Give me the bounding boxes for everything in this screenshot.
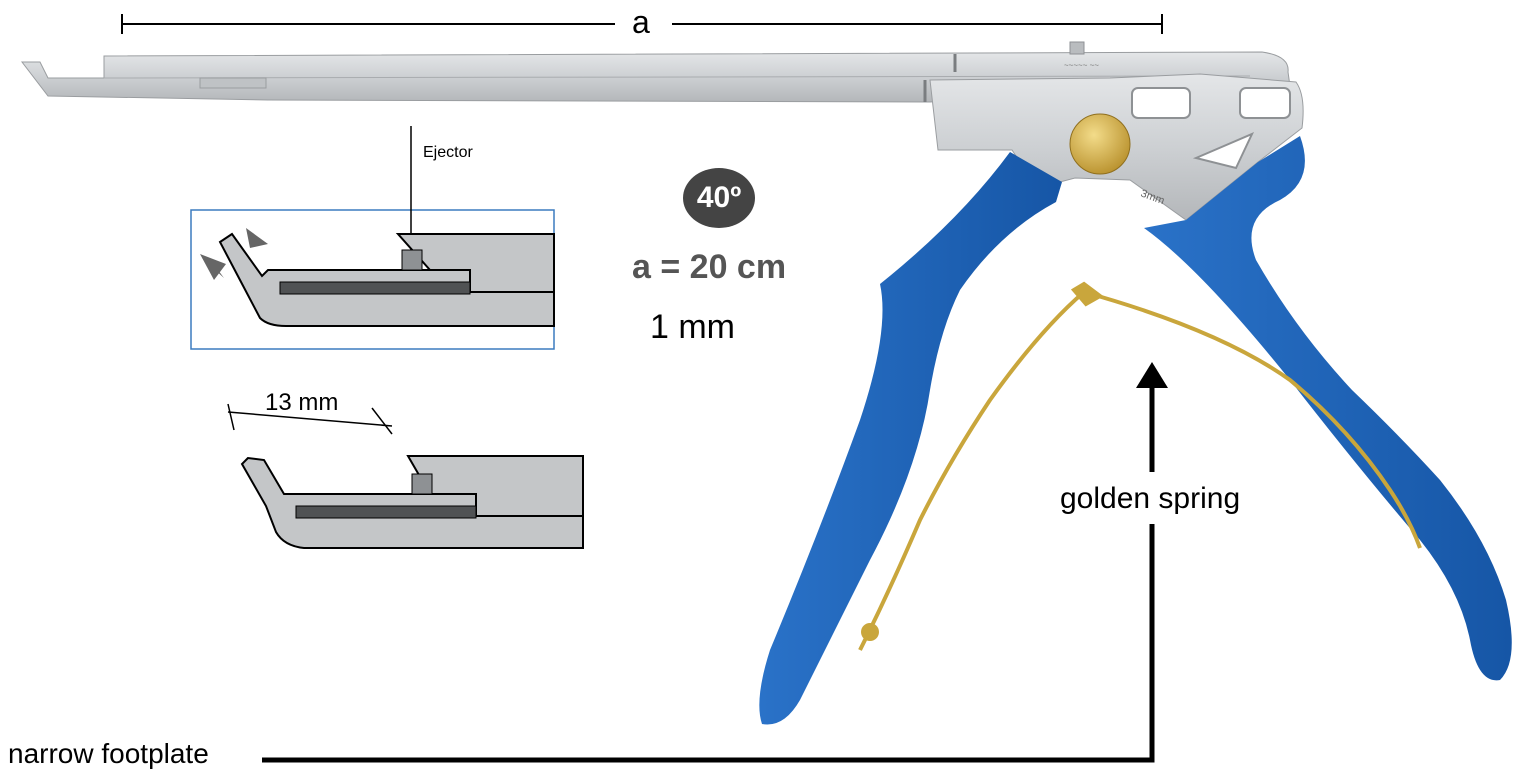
dimension-label-a: a [632, 4, 650, 40]
ejector-detail-inset [190, 126, 555, 350]
angle-badge: 40º [683, 168, 755, 228]
ejector-label: Ejector [423, 144, 473, 161]
footplate-tip-drawing [227, 403, 584, 549]
locking-knob [1069, 113, 1131, 175]
dimension-line-a [121, 14, 1163, 34]
spring-arrow [1136, 362, 1168, 472]
length-spec: a = 20 cm [632, 248, 787, 286]
footplate-leader-line [262, 524, 1155, 763]
narrow-footplate-label: narrow footplate [8, 738, 209, 769]
handle-rear [1144, 136, 1512, 681]
handle-front [759, 152, 1062, 725]
svg-text:~~~~~ ~~: ~~~~~ ~~ [1064, 61, 1099, 70]
golden-spring [858, 281, 1422, 651]
footplate-length-label: 13 mm [265, 389, 339, 416]
golden-spring-label: golden spring [1060, 482, 1241, 515]
width-spec: 1 mm [650, 308, 735, 346]
